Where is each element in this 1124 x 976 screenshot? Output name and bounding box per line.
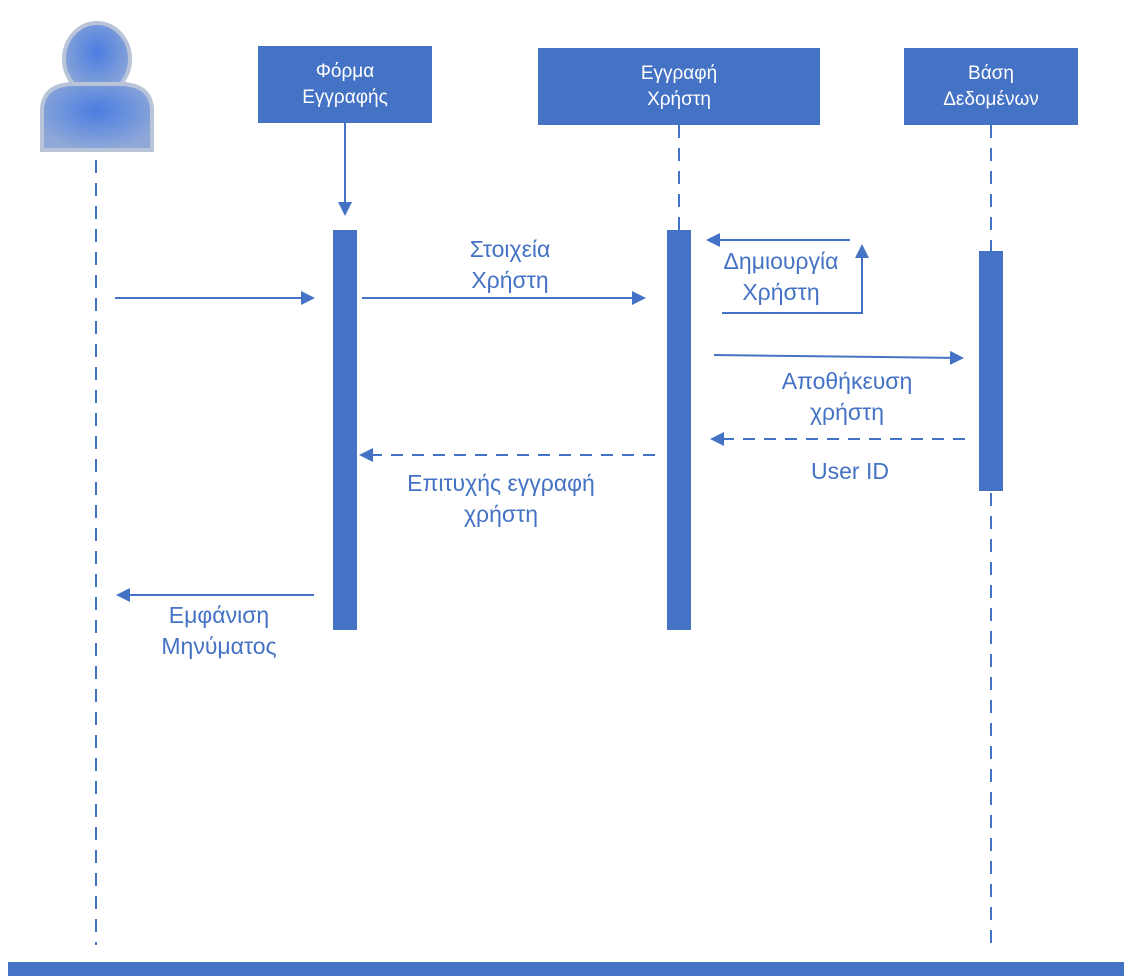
message-create-user-self [722, 244, 869, 314]
object-form-line2: Εγγραφής [302, 86, 388, 108]
label-create-user-line2: Χρήστη [742, 279, 820, 305]
label-user-id-line1: User ID [811, 458, 889, 484]
object-database-line2: Δεδομένων [943, 88, 1039, 110]
registration-activation-bar [667, 230, 691, 630]
label-user-id: User ID [790, 456, 910, 487]
label-success-line1: Επιτυχής εγγραφή [407, 470, 595, 496]
message-store-user [713, 350, 964, 365]
label-create-user-line1: Δημιουργία [723, 248, 839, 274]
database-activation-bar [979, 251, 1003, 491]
label-success: Επιτυχής εγγραφή χρήστη [380, 468, 622, 530]
label-store-user-line2: χρήστη [809, 399, 885, 425]
form-activation-bar [333, 230, 357, 630]
label-user-data: Στοιχεία Χρήστη [440, 234, 580, 296]
object-form-line1: Φόρμα [315, 60, 375, 82]
label-show-message-line1: Εμφάνιση [168, 602, 270, 628]
object-registration-box: Εγγραφή Χρήστη [538, 48, 820, 125]
bottom-bar [8, 962, 1124, 976]
label-user-data-line2: Χρήστη [471, 267, 549, 293]
label-show-message: Εμφάνιση Μηνύματος [140, 600, 298, 662]
object-registration-line2: Χρήστη [647, 88, 711, 110]
label-store-user: Αποθήκευση χρήστη [762, 366, 932, 428]
label-store-user-line1: Αποθήκευση [781, 368, 913, 394]
object-database-line1: Βάση [968, 62, 1014, 84]
object-database-box: Βάση Δεδομένων [904, 48, 1078, 125]
label-user-data-line1: Στοιχεία [469, 236, 551, 262]
label-show-message-line2: Μηνύματος [161, 633, 277, 659]
object-registration-line1: Εγγραφή [640, 62, 718, 84]
person-icon [40, 21, 154, 152]
object-form-box: Φόρμα Εγγραφής [258, 46, 432, 123]
label-create-user: Δημιουργία Χρήστη [706, 246, 856, 308]
label-success-line2: χρήστη [463, 501, 539, 527]
